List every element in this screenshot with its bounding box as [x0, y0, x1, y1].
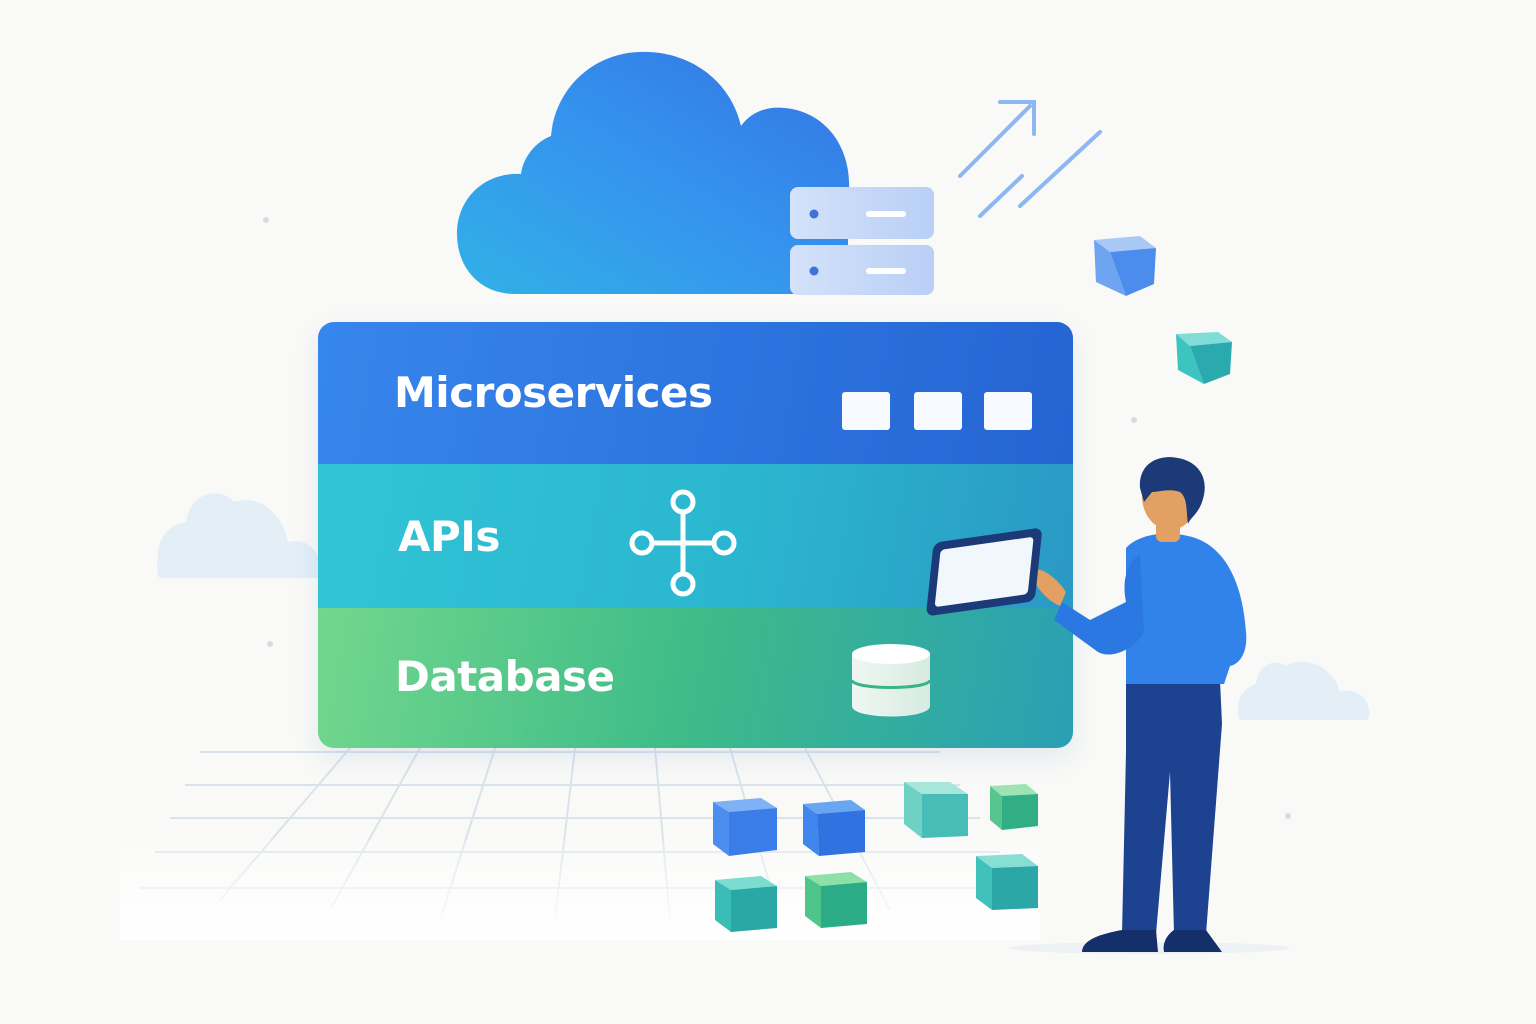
floating-cube-blue — [1094, 236, 1156, 296]
layer-label-database: Database — [395, 652, 615, 701]
api-network-icon — [629, 489, 737, 597]
database-icon — [850, 644, 932, 717]
service-block-icon — [842, 392, 890, 430]
small-cloud-left — [157, 493, 321, 578]
server-icon — [790, 187, 934, 295]
service-block-icon — [914, 392, 962, 430]
service-block-icon — [984, 392, 1032, 430]
upload-arrows-icon — [958, 100, 1102, 218]
cloud-icon — [457, 51, 850, 295]
small-cloud-right — [1238, 661, 1370, 720]
floating-cube-teal — [1176, 332, 1232, 384]
architecture-stack: Microservices APIs Database — [318, 322, 1073, 748]
cube-group-right — [904, 782, 1038, 910]
layer-label-microservices: Microservices — [394, 368, 713, 417]
person-with-tablet — [926, 457, 1290, 954]
cube-group-left — [713, 798, 867, 932]
layer-label-apis: APIs — [398, 512, 500, 561]
layer-database — [318, 608, 1073, 748]
